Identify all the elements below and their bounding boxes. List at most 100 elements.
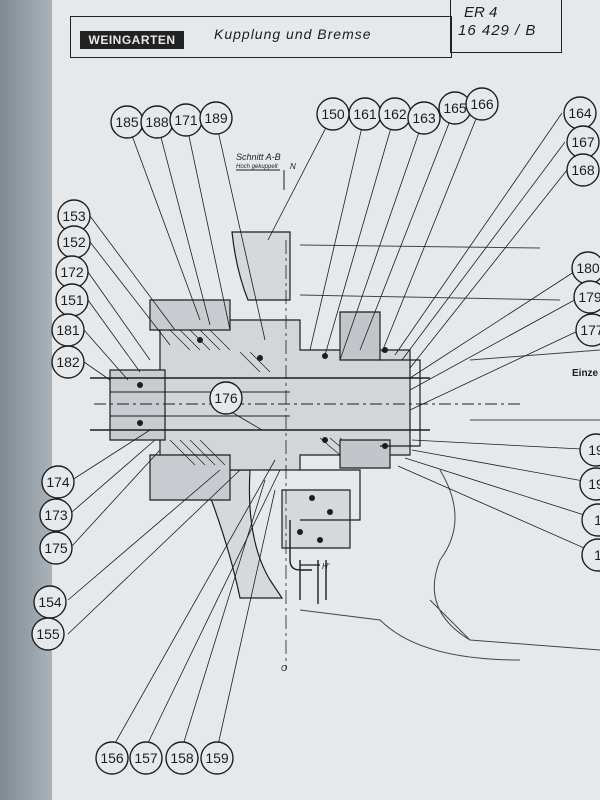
callout-number: 181 — [56, 322, 80, 338]
callout-157: 157 — [129, 741, 163, 775]
callout-number: 150 — [321, 106, 345, 122]
callout-bubble — [200, 741, 234, 775]
callout-176: 176 — [209, 381, 243, 415]
callout-bubble — [407, 101, 441, 135]
callout-number: 155 — [36, 626, 60, 642]
callout-number: 176 — [214, 390, 238, 406]
callout-bubble — [575, 313, 600, 347]
section-note: Hoch gekuppelt — [236, 164, 278, 170]
callout-number: 174 — [46, 474, 70, 490]
callout-bubble — [41, 465, 75, 499]
callout-181: 181 — [51, 313, 85, 347]
callout-168: 168 — [566, 153, 600, 187]
callout-number: 172 — [60, 264, 84, 280]
callout-bubble — [465, 87, 499, 121]
callout-155: 155 — [31, 617, 65, 651]
callout-171: 171 — [169, 103, 203, 137]
callout-bubble — [129, 741, 163, 775]
callout-number: 168 — [571, 162, 595, 178]
callout-bubble — [31, 617, 65, 651]
callout-number: 180 — [576, 260, 600, 276]
marker-h: H' — [322, 562, 330, 571]
callout-number: 185 — [115, 114, 139, 130]
document-number-frame — [450, 0, 562, 53]
callout-bubble — [581, 538, 600, 572]
callout-number: 157 — [134, 750, 158, 766]
callout-19b: 19 — [579, 467, 600, 501]
marker-n: N — [290, 162, 296, 171]
callout-number: 179 — [578, 289, 600, 305]
callout-bubble — [581, 503, 600, 537]
callout-number: 151 — [60, 292, 84, 308]
callout-188: 188 — [140, 105, 174, 139]
callout-number: 166 — [470, 96, 494, 112]
callout-number: 161 — [353, 106, 377, 122]
callout-166: 166 — [465, 87, 499, 121]
callout-1b: 1 — [581, 538, 600, 572]
callout-bubble — [165, 741, 199, 775]
callout-number: 173 — [44, 507, 68, 523]
callout-bubble — [573, 280, 600, 314]
callout-185: 185 — [110, 105, 144, 139]
callout-1a: 1 — [581, 503, 600, 537]
callout-number: 152 — [62, 234, 86, 250]
callout-175: 175 — [39, 531, 73, 565]
callout-number: 188 — [145, 114, 169, 130]
callout-number: 158 — [170, 750, 194, 766]
callout-159: 159 — [200, 741, 234, 775]
callout-152: 152 — [57, 225, 91, 259]
callout-number: 162 — [383, 106, 407, 122]
document-number: 16 429 / B — [458, 22, 537, 39]
callout-bubble — [579, 467, 600, 501]
callout-177: 177 — [575, 313, 600, 347]
callout-number: 156 — [100, 750, 124, 766]
callout-number: 154 — [38, 594, 62, 610]
callout-174: 174 — [41, 465, 75, 499]
callout-154: 154 — [33, 585, 67, 619]
callout-173: 173 — [39, 498, 73, 532]
callout-bubble — [51, 345, 85, 379]
callout-161: 161 — [348, 97, 382, 131]
callout-bubble — [199, 101, 233, 135]
callout-167: 167 — [566, 125, 600, 159]
callout-189: 189 — [199, 101, 233, 135]
callout-number: 171 — [174, 112, 198, 128]
callout-number: 159 — [205, 750, 229, 766]
callout-19a: 19 — [579, 433, 600, 467]
callout-163: 163 — [407, 101, 441, 135]
callout-number: 163 — [412, 110, 436, 126]
brand-logo: WEINGARTEN — [80, 31, 184, 49]
document-code: ER 4 — [464, 4, 498, 21]
callout-number: 165 — [443, 100, 467, 116]
section-title: Schnitt A-B — [236, 152, 281, 162]
callout-number: 175 — [44, 540, 68, 556]
callout-number: 153 — [62, 208, 86, 224]
callout-number: 19 — [588, 476, 600, 492]
callout-150: 150 — [316, 97, 350, 131]
callout-179: 179 — [573, 280, 600, 314]
callout-number: 182 — [56, 354, 80, 370]
callout-bubble — [579, 433, 600, 467]
callout-number: 167 — [571, 134, 595, 150]
header-frame — [70, 16, 452, 58]
callout-bubble — [39, 531, 73, 565]
callout-158: 158 — [165, 741, 199, 775]
callout-number: 1 — [594, 547, 600, 563]
callout-156: 156 — [95, 741, 129, 775]
marker-o: O — [281, 664, 288, 673]
callout-bubble — [209, 381, 243, 415]
callout-172: 172 — [55, 255, 89, 289]
callout-number: 189 — [204, 110, 228, 126]
page-title: Kupplung und Bremse — [214, 26, 372, 42]
callout-number: 1 — [594, 512, 600, 528]
callout-164: 164 — [563, 96, 597, 130]
callout-162: 162 — [378, 97, 412, 131]
callout-number: 177 — [580, 322, 600, 338]
callout-number: 164 — [568, 105, 592, 121]
callout-bubble — [39, 498, 73, 532]
callout-153: 153 — [57, 199, 91, 233]
callout-bubble — [566, 153, 600, 187]
callout-182: 182 — [51, 345, 85, 379]
